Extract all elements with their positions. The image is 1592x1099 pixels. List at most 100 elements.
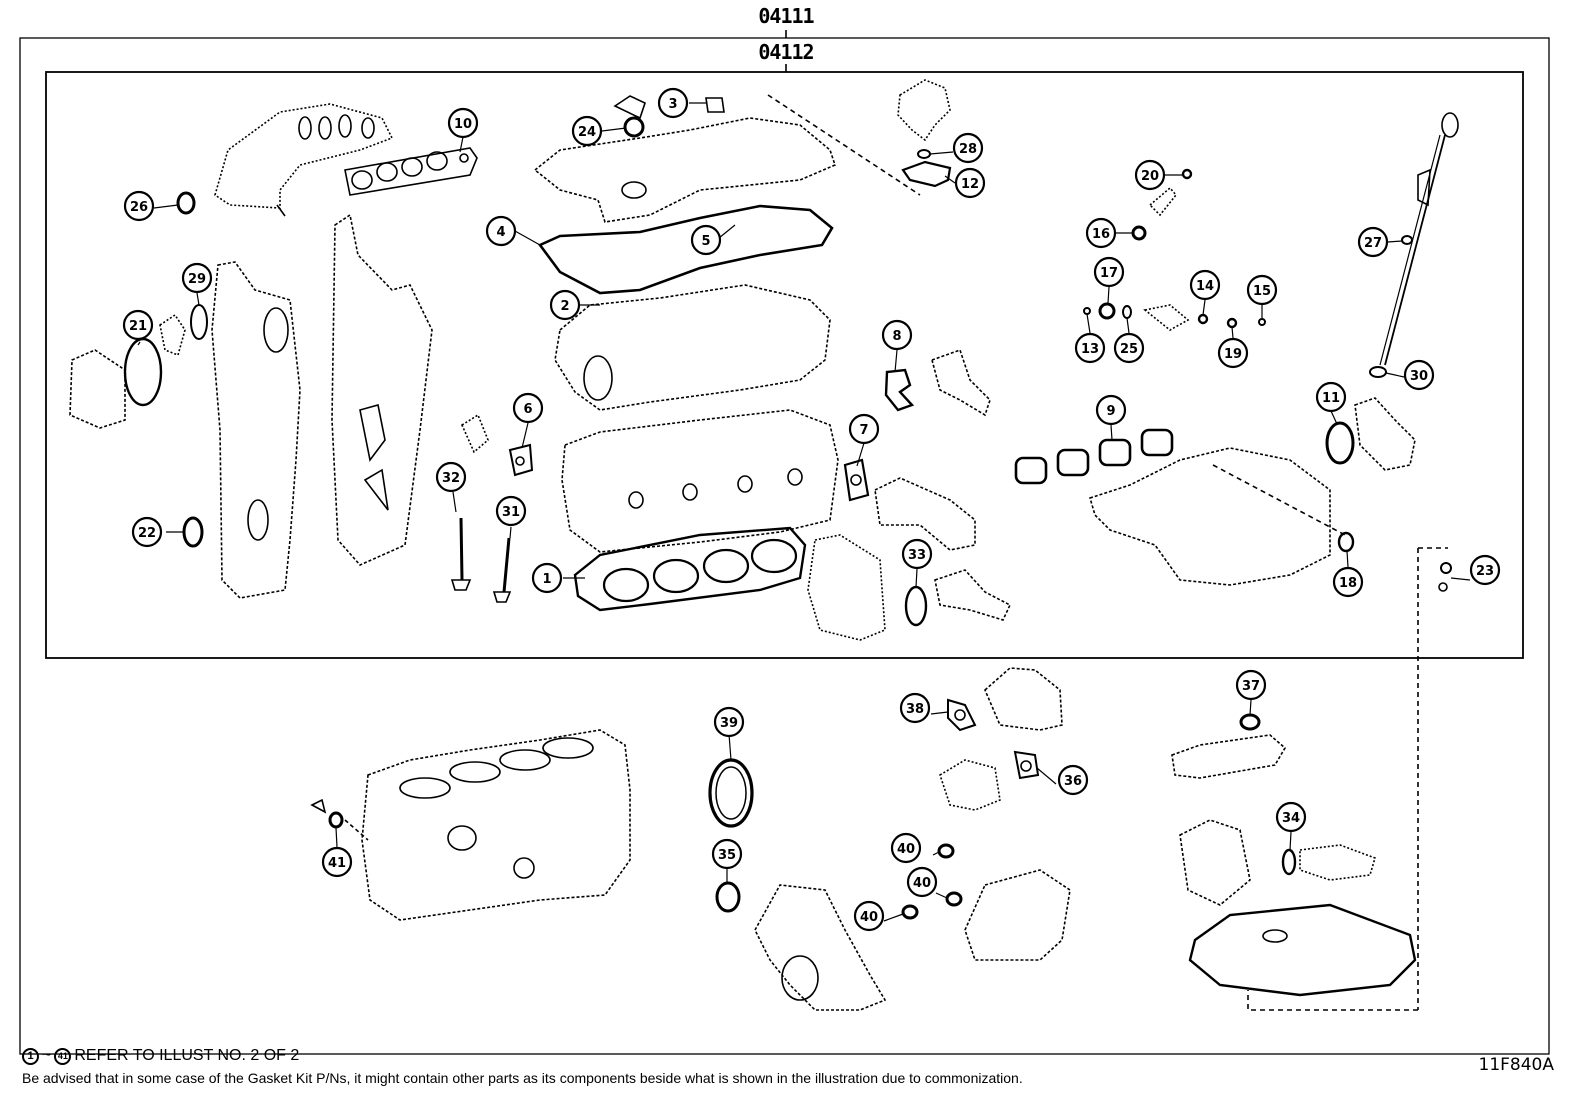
callout-circle <box>1275 801 1307 833</box>
callout-circle <box>495 495 527 527</box>
callout-circle <box>1113 332 1145 364</box>
gasket-36 <box>1013 750 1040 780</box>
callout-number: 26 <box>130 200 148 215</box>
callout-circle <box>131 516 163 548</box>
callout-number: 1 <box>542 572 551 587</box>
callout-number: 2 <box>560 299 569 314</box>
callout-26: 26 <box>123 190 155 222</box>
callout-number: 36 <box>1064 774 1082 789</box>
callout-number: 5 <box>701 234 710 249</box>
callout-number: 25 <box>1120 342 1138 357</box>
cylinder-block-sketch <box>361 729 631 921</box>
callout-number: 24 <box>578 125 596 140</box>
callout-circle <box>531 562 563 594</box>
callout-circle <box>901 538 933 570</box>
callout-number: 33 <box>908 548 926 563</box>
callout-12: 12 <box>954 167 986 199</box>
illustration-reference: 11F840A <box>1478 1055 1555 1075</box>
callout-37: 37 <box>1235 669 1267 701</box>
cylinder-head-gasket <box>573 526 807 612</box>
outer-kit-part-number: 04111 <box>758 4 814 28</box>
callout-9: 9 <box>1095 394 1127 426</box>
camshaft-housing <box>554 284 831 411</box>
callout-32: 32 <box>435 461 467 493</box>
callout-number: 35 <box>718 848 736 863</box>
callout-number: 14 <box>1196 279 1214 294</box>
callout-circle <box>1332 566 1364 598</box>
callout-circle <box>690 224 722 256</box>
callout-number: 39 <box>720 716 738 731</box>
callout-20: 20 <box>1134 159 1166 191</box>
range-end-badge: 41 <box>54 1047 72 1065</box>
callout-circle <box>711 838 743 870</box>
callout-7: 7 <box>848 413 880 445</box>
intake-manifold-gasket <box>1014 428 1174 485</box>
callout-33: 33 <box>901 538 933 570</box>
callout-circle <box>181 262 213 294</box>
callout-number: 41 <box>328 856 346 871</box>
oil-seal-22 <box>182 516 204 548</box>
gasket-6 <box>508 443 534 477</box>
callout-number: 19 <box>1224 347 1242 362</box>
callout-10: 10 <box>447 107 479 139</box>
seal-21 <box>123 337 163 407</box>
callout-number: 18 <box>1339 576 1357 591</box>
callout-number: 22 <box>138 526 156 541</box>
callout-circle <box>485 215 517 247</box>
callout-number: 3 <box>668 97 677 112</box>
callout-5: 5 <box>690 224 722 256</box>
callout-29: 29 <box>181 262 213 294</box>
callout-27: 27 <box>1357 226 1389 258</box>
callout-circle <box>571 115 603 147</box>
callout-number: 38 <box>906 702 924 717</box>
callout-number: 40 <box>860 910 878 925</box>
gasket-38 <box>947 698 977 732</box>
callout-circle <box>906 866 938 898</box>
callout-circle <box>1235 669 1267 701</box>
callout-31: 31 <box>495 495 527 527</box>
gasket-8 <box>884 368 915 412</box>
callout-circle <box>1134 159 1166 191</box>
callout-circle <box>512 392 544 424</box>
head-cover-sketch <box>533 117 836 223</box>
callout-circle <box>1357 226 1389 258</box>
callout-41: 41 <box>321 846 353 878</box>
inner-kit-part-number: 04112 <box>758 40 814 64</box>
callout-circle <box>853 900 885 932</box>
callout-21: 21 <box>122 309 154 341</box>
callout-40: 40 <box>906 866 938 898</box>
callout-circle <box>1469 554 1501 586</box>
callout-number: 8 <box>892 329 901 344</box>
callout-4: 4 <box>485 215 517 247</box>
callout-circle <box>713 706 745 738</box>
callout-circle <box>890 832 922 864</box>
callout-number: 40 <box>913 876 931 891</box>
inner-kit-frame <box>45 71 1524 659</box>
callout-circle <box>881 319 913 351</box>
callout-number: 10 <box>454 117 472 132</box>
callout-number: 15 <box>1253 284 1271 299</box>
callout-40: 40 <box>853 900 885 932</box>
callout-circle <box>952 132 984 164</box>
callout-circle <box>1095 394 1127 426</box>
callout-14: 14 <box>1189 269 1221 301</box>
callout-number: 28 <box>959 142 977 157</box>
callout-number: 40 <box>897 842 915 857</box>
callout-35: 35 <box>711 838 743 870</box>
oil-seal-26 <box>176 191 196 215</box>
callout-circle <box>435 461 467 493</box>
callout-18: 18 <box>1332 566 1364 598</box>
intake-manifold-sketch <box>1089 447 1331 586</box>
callout-number: 12 <box>961 177 979 192</box>
callout-number: 31 <box>502 505 520 520</box>
refer-note-text: REFER TO ILLUST NO. 2 OF 2 <box>74 1047 300 1064</box>
callout-number: 17 <box>1100 266 1118 281</box>
callout-3: 3 <box>657 87 689 119</box>
callout-22: 22 <box>131 516 163 548</box>
callout-8: 8 <box>881 319 913 351</box>
callout-circle <box>321 846 353 878</box>
callout-16: 16 <box>1085 217 1117 249</box>
callout-circle <box>1093 256 1125 288</box>
callout-13: 13 <box>1074 332 1106 364</box>
